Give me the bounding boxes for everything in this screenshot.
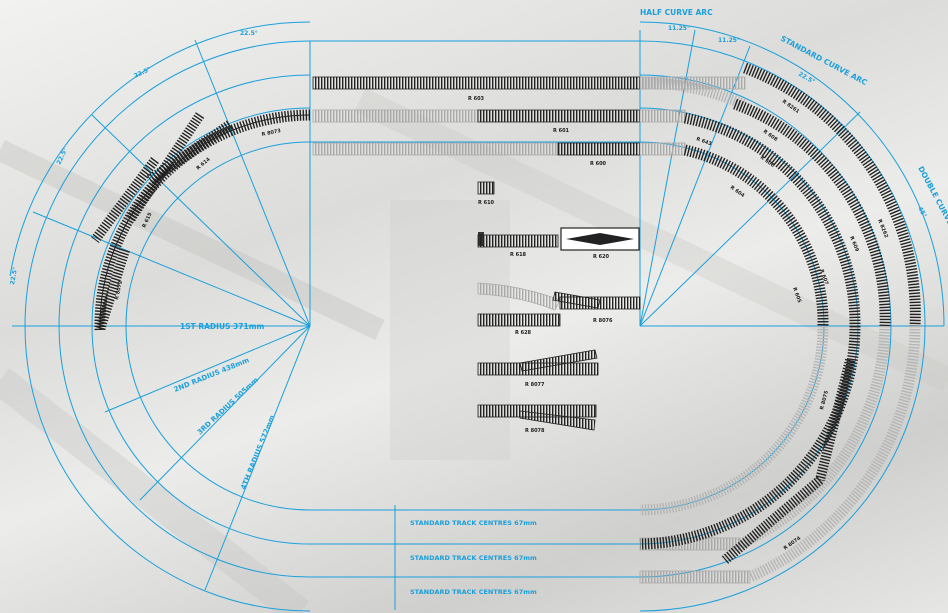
code-r605: R 605 [791, 287, 802, 305]
radius-3-label: 3RD RADIUS 505mm [196, 376, 260, 436]
code-r601: R 601 [553, 128, 570, 134]
right-dimension-arc [639, 21, 945, 327]
code-r620: R 620 [593, 254, 610, 260]
angle-label-11a: 11.25° [668, 25, 690, 32]
angle-label-22-left: 22.5° [9, 267, 19, 286]
right-curve-tracks [639, 62, 921, 583]
left-dimension-arc [9, 21, 311, 277]
code-r609: R 609 [848, 236, 860, 254]
code-r614: R 614 [195, 156, 212, 171]
code-r603: R 603 [468, 96, 485, 102]
radius-labels: 1ST RADIUS 371mm 2ND RADIUS 438mm 3RD RA… [173, 322, 277, 491]
radius-2-label: 2ND RADIUS 438mm [173, 356, 251, 394]
radius-1-label: 1ST RADIUS 371mm [180, 322, 265, 331]
code-r604: R 604 [729, 185, 746, 199]
code-r607: R 607 [818, 269, 829, 287]
code-r618: R 618 [510, 252, 527, 258]
angle-label-22-top: 22.5° [240, 30, 258, 37]
track-centre-labels: STANDARD TRACK CENTRES 67mm STANDARD TRA… [410, 519, 537, 596]
angle-label-22-upper: 22.5° [133, 66, 152, 80]
code-r8073: R 8073 [261, 128, 282, 138]
code-r8077: R 8077 [525, 382, 545, 388]
code-r8072: R 8072 [114, 280, 124, 301]
track-r618 [477, 234, 559, 248]
double-curve-label: DOUBLE CURVE ARC [916, 165, 948, 245]
angle-label-45: 45° [916, 206, 928, 219]
radius-4-label: 4TH RADIUS 572mm [239, 414, 276, 491]
code-r8261: R 8261 [781, 99, 801, 115]
code-r8074: R 8074 [783, 535, 803, 551]
standard-curve-label: STANDARD CURVE ARC [779, 34, 869, 88]
angle-label-22-right: 22.5° [797, 71, 816, 86]
angle-label-22-mid: 22.5° [55, 147, 69, 166]
code-r8075: R 8075 [819, 390, 830, 411]
track-r603 [312, 76, 641, 90]
left-curve-tracks [91, 109, 311, 332]
track-r610 [477, 181, 495, 195]
code-r8076: R 8076 [593, 318, 613, 324]
code-r8078: R 8078 [525, 428, 545, 434]
left-geometry [9, 21, 640, 612]
track-r601 [477, 109, 641, 123]
code-r600: R 600 [590, 161, 607, 167]
code-r628: R 628 [515, 330, 532, 336]
angle-label-11b: 11.25° [718, 37, 740, 44]
straight-tracks [312, 76, 751, 584]
code-r643: R 643 [695, 136, 713, 147]
accessory-tracks [477, 181, 641, 431]
centres-label-1: STANDARD TRACK CENTRES 67mm [410, 519, 537, 527]
half-curve-label: HALF CURVE ARC [640, 8, 713, 17]
track-r628 [477, 282, 561, 311]
code-r608: R 608 [762, 129, 779, 143]
centres-label-2: STANDARD TRACK CENTRES 67mm [410, 554, 537, 562]
code-r610: R 610 [478, 200, 495, 206]
track-r600 [557, 142, 641, 156]
code-r8262: R 8262 [876, 219, 889, 240]
centres-label-3: STANDARD TRACK CENTRES 67mm [410, 588, 537, 596]
